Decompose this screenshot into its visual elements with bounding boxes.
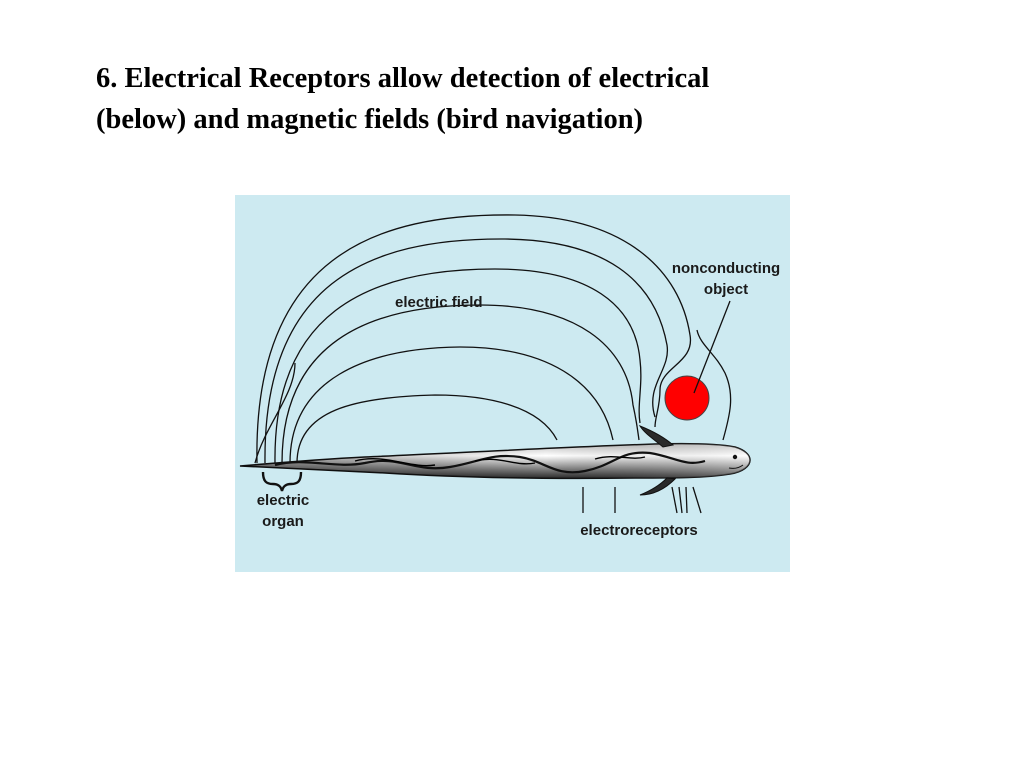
diagram-svg: electric field nonconducting object elec… — [235, 195, 790, 572]
field-line-7 — [254, 362, 296, 464]
title-line-1: 6. Electrical Receptors allow detection … — [96, 63, 710, 94]
field-line-6 — [256, 214, 692, 464]
label-organ: organ — [262, 513, 304, 530]
field-line-5 — [264, 238, 669, 464]
field-line-2 — [289, 346, 614, 464]
electric-fish — [239, 424, 751, 496]
fish-pectoral-fin-top — [638, 424, 675, 448]
fish-fin-wave — [274, 451, 706, 474]
fish-eye — [732, 454, 738, 460]
electric-organ-brace — [261, 471, 303, 492]
fish-mouth — [728, 464, 744, 469]
title-line-2: (below) and magnetic fields (bird naviga… — [96, 104, 644, 135]
nonconducting-pointer-line — [693, 300, 731, 394]
nonconducting-object — [664, 375, 710, 421]
label-electroreceptors: electroreceptors — [580, 522, 698, 539]
label-object: object — [704, 281, 748, 298]
diagram-background — [235, 195, 790, 572]
electric-field-lines — [254, 214, 732, 464]
electroreceptor-markers — [582, 486, 702, 514]
label-electric-field: electric field — [395, 294, 483, 311]
label-nonconducting: nonconducting — [672, 260, 780, 277]
electric-fish-diagram: electric field nonconducting object elec… — [235, 195, 790, 572]
field-line-4 — [274, 268, 642, 464]
label-electric: electric — [257, 492, 310, 509]
field-line-right-1 — [696, 329, 732, 441]
slide-title: 6. Electrical Receptors allow detection … — [96, 58, 956, 140]
fish-pectoral-fin-bottom — [639, 477, 677, 496]
field-line-1 — [296, 394, 558, 464]
field-line-3 — [281, 304, 640, 464]
